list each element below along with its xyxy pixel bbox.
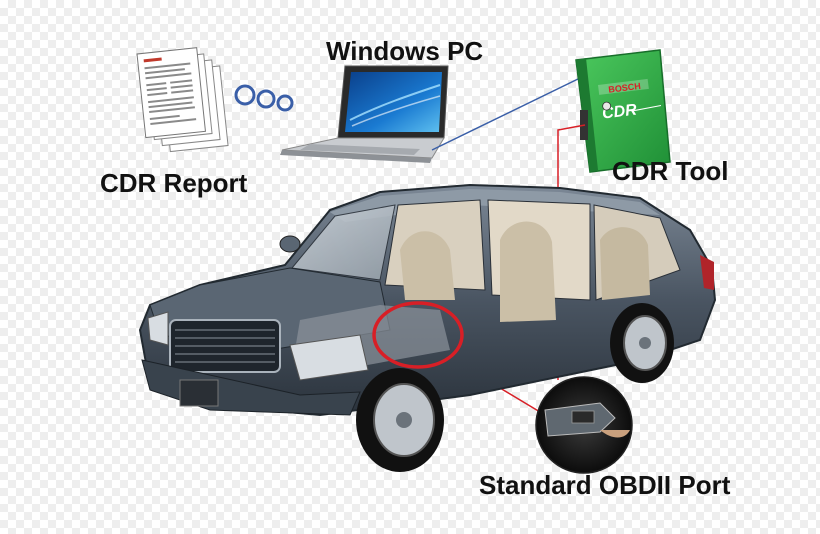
- front-wheel: [356, 368, 444, 472]
- transfer-dots-icon: [234, 84, 294, 112]
- cdr-report-label: CDR Report: [100, 168, 248, 198]
- car-cutaway-icon: [138, 183, 717, 472]
- laptop-icon: [280, 65, 449, 163]
- rear-wheel: [610, 303, 674, 383]
- cdr-tool-label: CDR Tool: [612, 156, 729, 186]
- windows-pc-label: Windows PC: [326, 36, 484, 66]
- brand-text: BOSCH: [608, 81, 641, 95]
- obd-connector-icon: [535, 376, 633, 474]
- cdr-device-icon: BOSCH CDR: [575, 49, 671, 173]
- document-stack-icon: [136, 47, 229, 153]
- obd-port-label: Standard OBDII Port: [479, 470, 731, 500]
- obd-location-highlight: [372, 301, 464, 369]
- usb-cable-line: [431, 77, 581, 151]
